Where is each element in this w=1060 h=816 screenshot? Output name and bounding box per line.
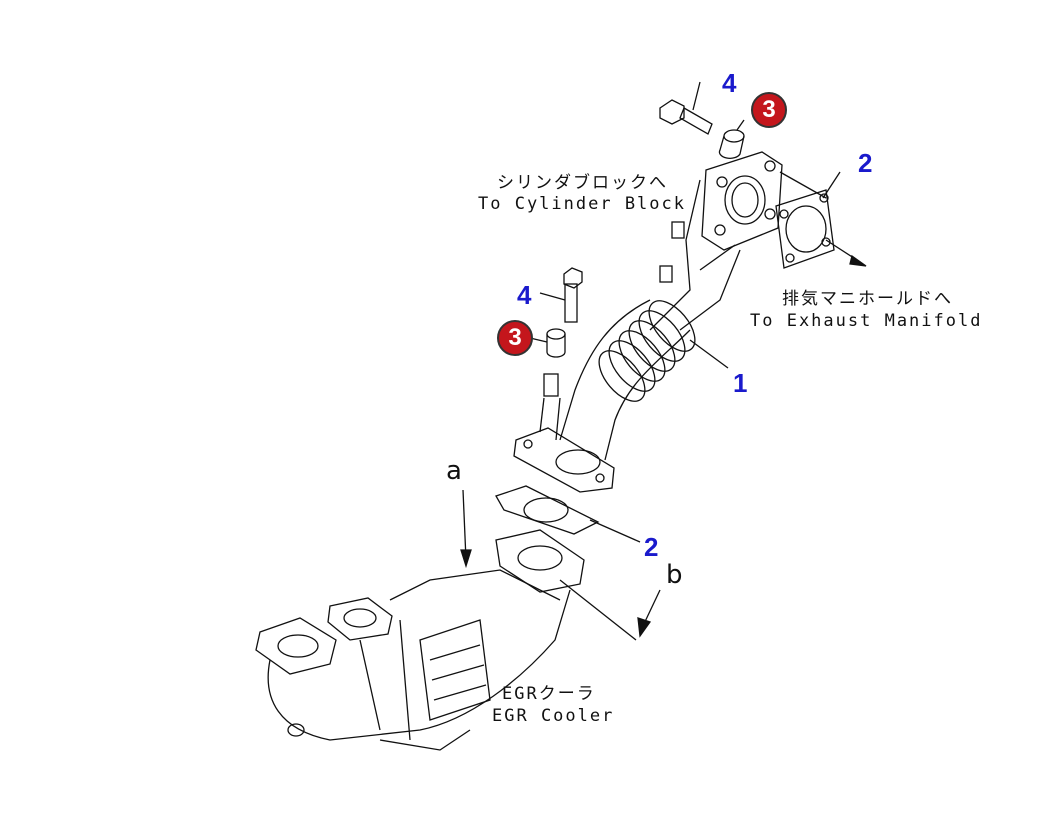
spacer-lower xyxy=(529,328,566,397)
callout-part-2-bottom: 2 xyxy=(644,532,659,562)
egr-cooler-label-en: EGR Cooler xyxy=(492,706,615,726)
bolt-lower xyxy=(539,267,583,323)
callout-part-2-top: 2 xyxy=(858,148,873,178)
pipe-lower-flange xyxy=(513,397,615,493)
callout-part-4-top: 4 xyxy=(722,68,737,98)
exhaust-manifold-label-en: To Exhaust Manifold xyxy=(750,311,983,331)
callout-part-3-bottom: 3 xyxy=(497,320,533,356)
spacer-top xyxy=(718,119,745,159)
gasket-lower xyxy=(495,485,641,543)
callout-part-3-top: 3 xyxy=(751,92,787,128)
view-arrows xyxy=(460,489,661,641)
bolt-top xyxy=(659,81,713,135)
view-label-a: a xyxy=(446,456,462,486)
pipe-top-flange xyxy=(649,151,783,331)
callout-part-1: 1 xyxy=(733,368,748,398)
bellows-pipe xyxy=(559,299,729,461)
gasket-top xyxy=(775,171,867,269)
egr-cooler xyxy=(255,529,585,751)
callout-part-4-bottom: 4 xyxy=(517,280,532,310)
cylinder-block-label-jp: シリンダブロックへ xyxy=(497,173,668,193)
view-label-b: b xyxy=(666,560,683,590)
cylinder-block-label-en: To Cylinder Block xyxy=(478,194,686,214)
exhaust-manifold-label-jp: 排気マニホールドへ xyxy=(782,289,953,309)
egr-cooler-label-jp: EGRクーラ xyxy=(502,684,596,704)
